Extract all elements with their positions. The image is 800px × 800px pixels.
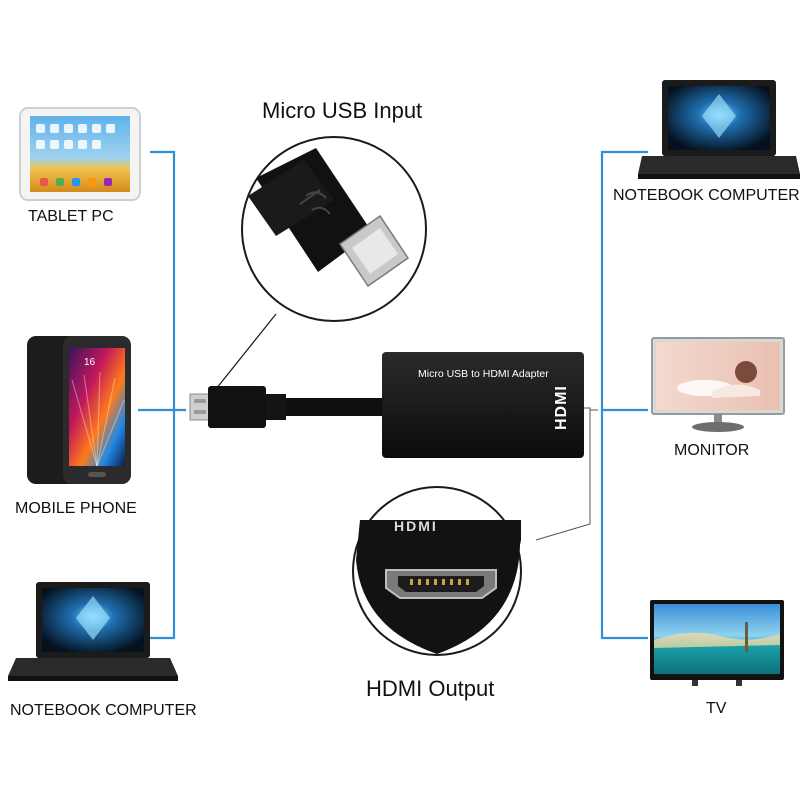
- adapter-label: Micro USB to HDMI Adapter: [418, 368, 549, 380]
- laptop-icon: [638, 80, 800, 179]
- micro-usb-input-label: Micro USB Input: [262, 98, 423, 123]
- notebook-left-label: NOTEBOOK COMPUTER: [10, 702, 197, 719]
- hdmi-output-logo: HDMI: [394, 518, 438, 534]
- adapter: Micro USB to HDMI Adapter HDMI: [189, 352, 584, 458]
- adapter-hdmi-link: [535, 407, 598, 541]
- tablet-icon: [19, 107, 141, 201]
- phone-clock: 16: [84, 357, 96, 368]
- hdmi-port-icon: [385, 569, 497, 599]
- smartphone-icon: 16: [27, 336, 131, 484]
- tablet-label: TABLET PC: [28, 208, 114, 225]
- micro-usb-callout: [211, 136, 427, 395]
- tv-label: TV: [706, 700, 727, 717]
- monitor-icon: [651, 337, 785, 432]
- left-bracket-line: [150, 150, 176, 640]
- hdmi-output-label: HDMI Output: [366, 676, 495, 701]
- notebook-right-label: NOTEBOOK COMPUTER: [613, 187, 800, 204]
- mobile-phone-label: MOBILE PHONE: [15, 500, 137, 517]
- adapter-hdmi-logo: HDMI: [553, 385, 570, 430]
- tv-icon: [650, 600, 784, 686]
- monitor-label: MONITOR: [674, 442, 750, 459]
- right-bracket-line: [600, 150, 648, 640]
- micro-usb-plug-icon: [248, 148, 410, 288]
- hdmi-output-callout: HDMI: [352, 486, 522, 656]
- connector-lines: [138, 150, 648, 640]
- laptop-icon: [8, 582, 178, 681]
